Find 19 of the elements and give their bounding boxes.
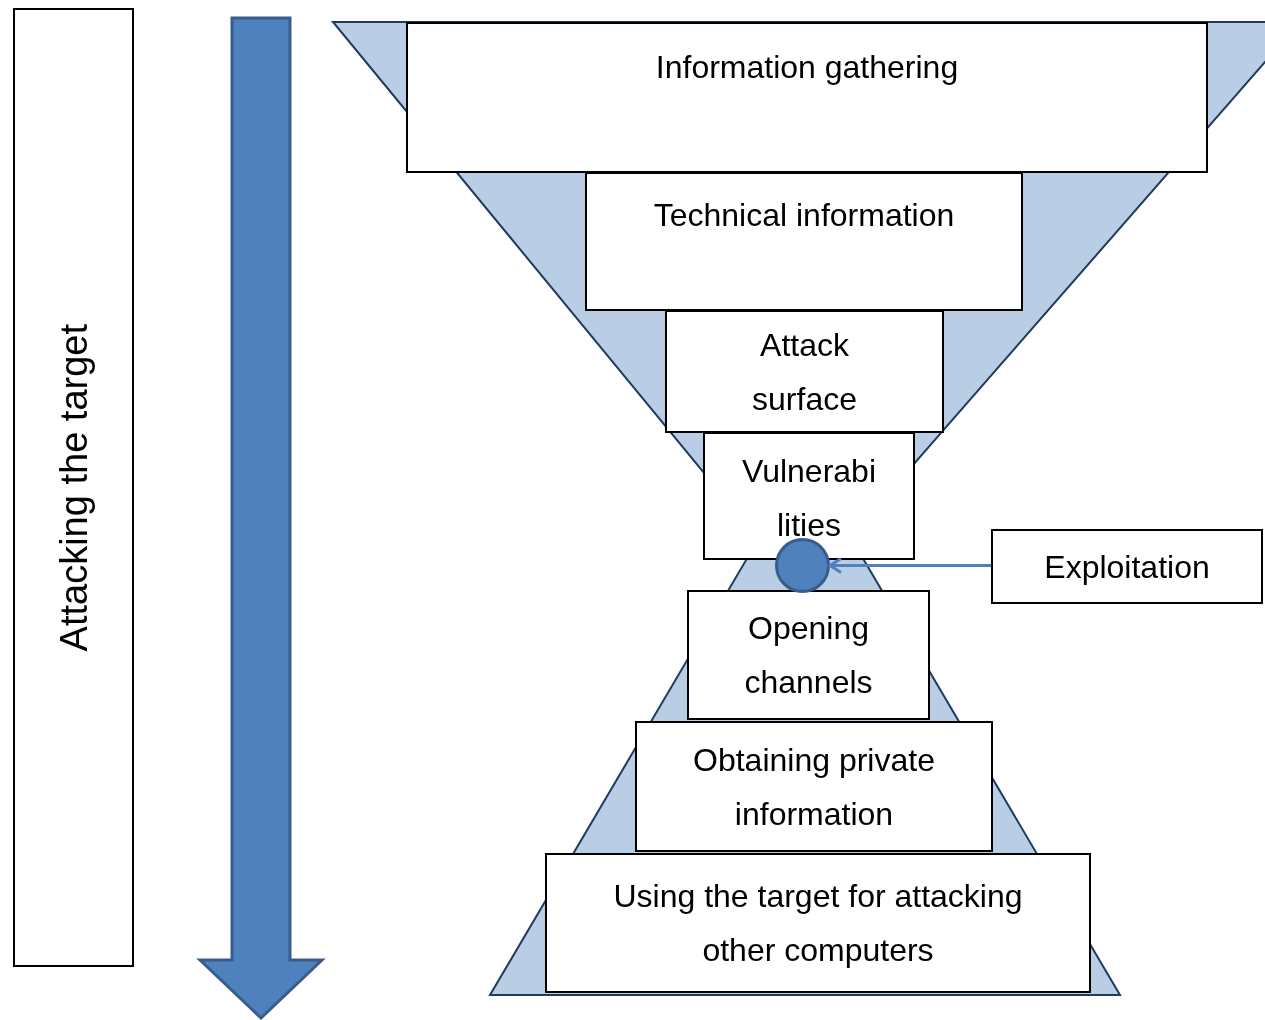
stage-label: Vulnerabi lities	[741, 452, 877, 545]
stage-box	[585, 172, 1023, 311]
label-box	[13, 8, 134, 967]
stage-label: Technical information	[652, 196, 956, 235]
stage-label: Using the target for attacking other computers	[612, 877, 1024, 970]
stage-box	[635, 721, 993, 852]
stage-box	[406, 22, 1208, 173]
stage-label: Opening channels	[743, 609, 874, 702]
stage-box	[665, 310, 944, 433]
arrow	[828, 557, 991, 574]
stage-box	[545, 853, 1091, 993]
stage-label: Obtaining private information	[692, 740, 936, 834]
stage-label: Information gathering	[654, 48, 960, 87]
stage-label: Exploitation	[1043, 547, 1211, 587]
stage-box	[703, 432, 915, 560]
vertical-label: Attacking the target	[51, 323, 96, 652]
stage-label: Attack surface	[751, 325, 858, 419]
stage-box	[687, 590, 930, 720]
stage-box	[991, 529, 1263, 604]
